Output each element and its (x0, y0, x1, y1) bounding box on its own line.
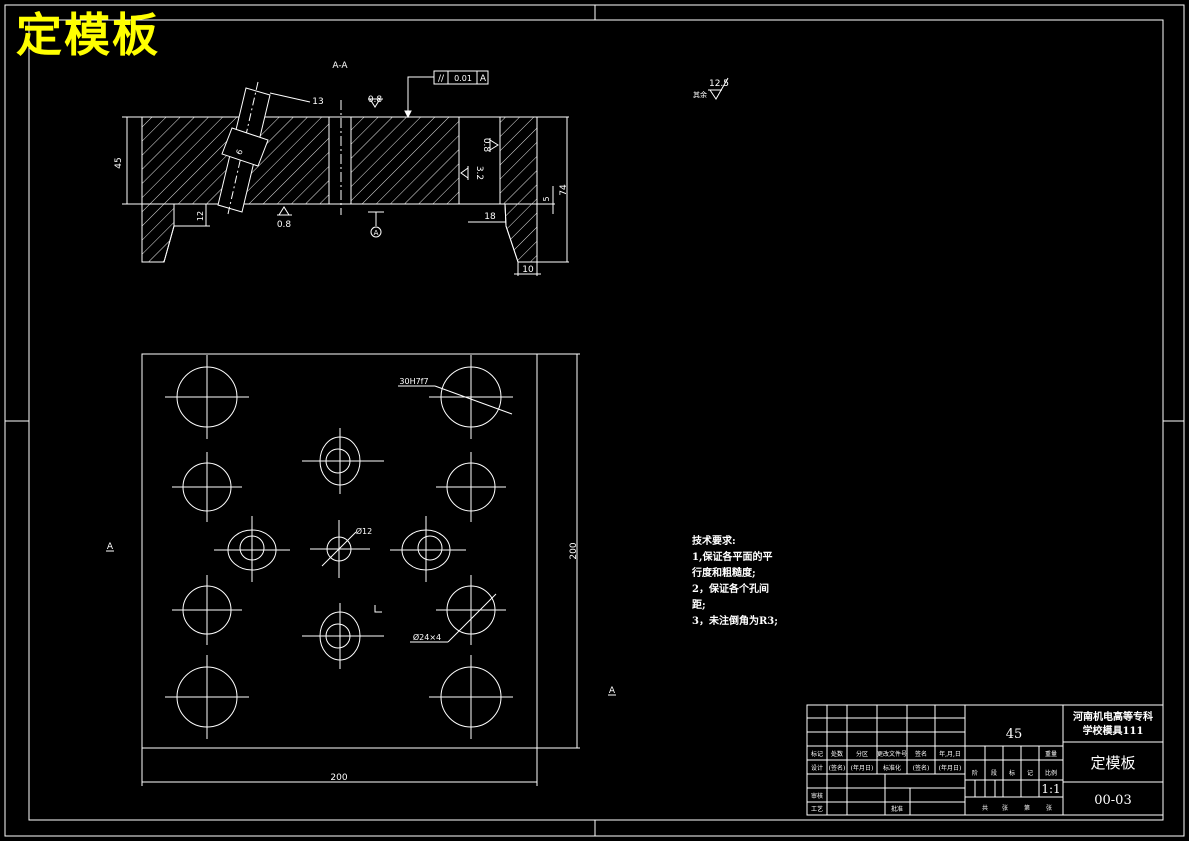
svg-text:签名: 签名 (915, 750, 927, 758)
svg-text:审核: 审核 (811, 792, 823, 800)
tech-line: 3，未注倒角为R3; (692, 616, 778, 627)
hole-pattern-label: Ø24×4 (413, 632, 441, 642)
school-line1: 河南机电高等专科 (1073, 710, 1153, 723)
corner-hole (165, 355, 249, 439)
plate-hatch-right (499, 116, 538, 205)
dim-74: 74 (559, 184, 569, 196)
svg-text:(签名): (签名) (913, 764, 930, 772)
svg-text:标准化: 标准化 (883, 764, 901, 772)
svg-text:记: 记 (1027, 770, 1033, 777)
plate-outline (141, 353, 538, 749)
svg-text:分区: 分区 (856, 750, 868, 758)
svg-text:共: 共 (982, 804, 988, 812)
svg-text:A: A (480, 74, 487, 84)
svg-text:其余: 其余 (693, 90, 707, 99)
corner-hole (429, 355, 513, 439)
guide-hole (436, 452, 506, 522)
tech-line: 1,保证各平面的平 (692, 552, 773, 563)
datum-a: A (374, 229, 379, 237)
svg-text:第: 第 (1024, 804, 1030, 812)
svg-text:阶: 阶 (972, 769, 978, 777)
general-roughness: 其余 12.5 (693, 77, 729, 100)
svg-text:工艺: 工艺 (811, 805, 823, 813)
corner-hole (429, 655, 513, 739)
sheet-border (4, 4, 1185, 837)
svg-text:(签名): (签名) (829, 764, 846, 772)
svg-text:(年月日): (年月日) (851, 764, 874, 772)
section-view: A-A 45 74 5 (114, 61, 569, 276)
guide-hole (172, 452, 242, 522)
drawing-title: 定模板 (16, 8, 160, 62)
scale: 1:1 (1041, 782, 1060, 796)
plate-hatch-middle (350, 116, 460, 205)
view-mark-right: A (609, 686, 616, 696)
svg-text:12.5: 12.5 (709, 79, 729, 89)
dim-13: 13 (312, 97, 323, 107)
insert-hole-top (302, 428, 384, 494)
guide-hole (436, 575, 506, 645)
svg-text:批准: 批准 (891, 805, 903, 813)
plan-view: 200 200 (106, 353, 616, 786)
tech-line: 2，保证各个孔间 (692, 584, 769, 595)
dim-6: 6 (235, 148, 245, 156)
svg-text:年,月,日: 年,月,日 (939, 750, 961, 758)
svg-text:处数: 处数 (831, 750, 843, 758)
hole-fit-label: 30H7f7 (399, 377, 428, 386)
svg-text:更改文件号: 更改文件号 (877, 750, 907, 758)
svg-text:0.01: 0.01 (454, 74, 472, 83)
dim-10: 10 (522, 265, 534, 275)
insert-hole-left (214, 516, 290, 582)
hole-small-label: Ø12 (356, 526, 372, 536)
school-line2: 学校模具111 (1083, 724, 1144, 737)
tech-line: 距; (692, 600, 706, 611)
part-name: 定模板 (1090, 754, 1135, 772)
dim-12: 12 (196, 211, 205, 221)
svg-text:标: 标 (1009, 769, 1015, 777)
roughness-3.2: 3.2 (474, 166, 484, 180)
material: 45 (1006, 727, 1023, 742)
drawing-number: 00-03 (1094, 793, 1131, 808)
dim-18: 18 (484, 212, 496, 222)
svg-text:设计: 设计 (811, 764, 823, 772)
section-label: A-A (332, 61, 348, 71)
roughness-0.8-side: 0.8 (481, 138, 491, 153)
technical-requirements: 技术要求: 1,保证各平面的平 行度和粗糙度; 2，保证各个孔间 距; 3，未注… (692, 534, 778, 630)
svg-text:重量: 重量 (1045, 750, 1057, 758)
guide-hole (172, 575, 242, 645)
dim-5: 5 (542, 196, 551, 201)
svg-text:张: 张 (1046, 804, 1052, 812)
dim-width-200: 200 (330, 773, 347, 783)
insert-hole-bottom (302, 603, 384, 669)
sprue-hole (310, 520, 370, 578)
svg-text:(年月日): (年月日) (939, 764, 962, 772)
dim-height-200: 200 (569, 542, 579, 559)
tech-heading: 技术要求: (692, 536, 736, 547)
svg-text://: // (438, 74, 445, 84)
corner-hole (165, 655, 249, 739)
insert-hole-right (390, 516, 466, 582)
roughness-0.8-top: 0.8 (368, 95, 383, 105)
view-mark-left: A (107, 542, 114, 552)
svg-text:比例: 比例 (1045, 769, 1057, 777)
title-block: 45 河南机电高等专科 学校模具111 定模板 00-03 1:1 标记 处数 … (806, 704, 1164, 816)
roughness-0.8-bottom: 0.8 (277, 220, 292, 230)
tech-line: 行度和粗糙度; (692, 568, 756, 579)
dim-45: 45 (114, 157, 124, 168)
svg-text:段: 段 (991, 769, 997, 777)
svg-text:标记: 标记 (811, 750, 823, 758)
svg-text:张: 张 (1002, 804, 1008, 812)
